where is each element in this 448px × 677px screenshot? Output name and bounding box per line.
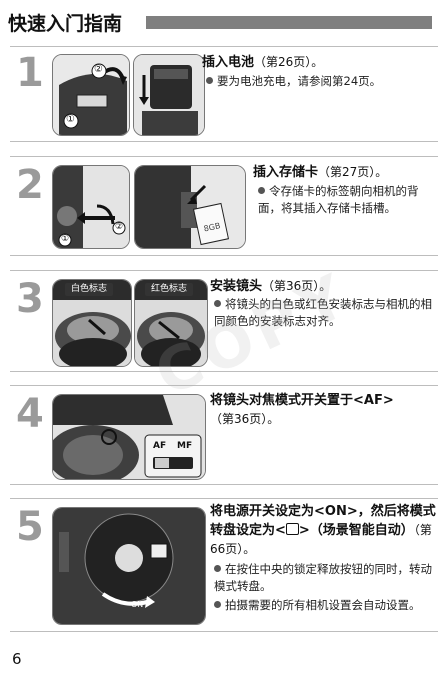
- page-title: 快速入门指南: [8, 13, 123, 35]
- callout-1: ①: [61, 234, 70, 244]
- card-photo-right: 8GB: [134, 165, 246, 249]
- af-label: AF: [153, 441, 167, 451]
- step-5-bullet-2: 拍摄需要的所有相机设置会自动设置。: [214, 597, 436, 614]
- step-2: 2 ① ② 8GB 插入存储卡（第27页）。 令存储卡的标签朝向相机的背面，将: [10, 156, 438, 256]
- lens-photo-right: 红色标志: [134, 279, 208, 367]
- step-5: 5 ON 将电源开关设定为<ON>，然后将模式转盘设定为<>（场景智能自动）（第…: [10, 498, 438, 632]
- callout-2: ②: [94, 64, 103, 75]
- svg-text:8GB: 8GB: [203, 221, 221, 233]
- page-number: 6: [12, 650, 22, 668]
- bullet-icon: [214, 601, 221, 608]
- step-2-heading: 插入存储卡（第27页）。: [253, 165, 388, 180]
- bullet-icon: [214, 565, 221, 572]
- step-number: 2: [16, 162, 44, 208]
- lens-photo-left: 白色标志: [52, 279, 132, 367]
- step-number: 5: [16, 504, 44, 550]
- battery-photo-left: ② ①: [52, 54, 130, 136]
- step-5-bullet-1: 在按住中央的锁定释放按钮的同时，转动模式转盘。: [214, 562, 432, 593]
- callout-2: ②: [115, 222, 124, 232]
- step-4-heading: 将镜头对焦模式开关置于<AF>（第36页）。: [210, 393, 394, 426]
- card-photo-left: ① ②: [52, 165, 130, 249]
- title-rule: [146, 16, 432, 29]
- mf-label: MF: [177, 441, 193, 451]
- focus-switch-photo: AF MF: [52, 394, 206, 480]
- battery-photo-right: [133, 54, 205, 136]
- step-1: 1 ② ① 插入电池（第26页）。 要为电池充电，请参阅第24页。: [10, 46, 438, 142]
- red-mark-tag: 红色标志: [145, 283, 194, 296]
- bullet-icon: [258, 187, 265, 194]
- step-4: 4 AF MF 将镜头对焦模式开关置于<AF>（第36页）。: [10, 385, 438, 485]
- step-number: 3: [16, 276, 44, 322]
- step-number: 4: [16, 391, 44, 437]
- step-3: 3 白色标志 红色标志 安装镜头（第36页）。 将镜头的白色或红色安装标志与相机…: [10, 270, 438, 372]
- step-3-bullet: 将镜头的白色或红色安装标志与相机的相同颜色的安装标志对齐。: [214, 297, 432, 328]
- step-2-bullet: 令存储卡的标签朝向相机的背面，将其插入存储卡插槽。: [258, 184, 419, 215]
- step-5-heading: 将电源开关设定为<ON>，然后将模式转盘设定为<>（场景智能自动）（第66页）。: [210, 504, 436, 556]
- scene-auto-icon: [285, 523, 299, 535]
- bullet-icon: [214, 300, 221, 307]
- bullet-icon: [206, 77, 213, 84]
- callout-1: ①: [66, 114, 75, 125]
- white-mark-tag: 白色标志: [65, 283, 114, 296]
- step-1-heading: 插入电池（第26页）。: [202, 55, 324, 70]
- step-1-bullet: 要为电池充电，请参阅第24页。: [206, 73, 432, 90]
- step-3-heading: 安装镜头（第36页）。: [210, 279, 332, 294]
- on-label: ON: [131, 600, 144, 609]
- mode-dial-photo: ON: [52, 507, 206, 625]
- step-number: 1: [16, 50, 44, 96]
